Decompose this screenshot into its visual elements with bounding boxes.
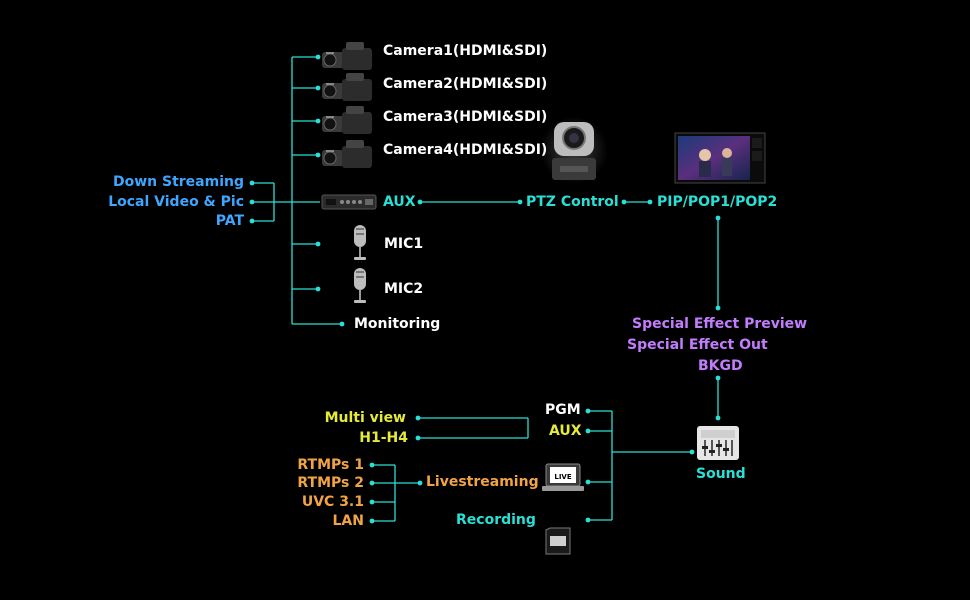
special-effect-preview-label: Special Effect Preview <box>632 316 808 332</box>
rtmps2-label: RTMPs 2 <box>297 475 364 491</box>
switcher-device-icon <box>321 194 377 210</box>
pgm-label: PGM <box>545 402 581 418</box>
aux-input-label: AUX <box>383 194 416 210</box>
camera3-label: Camera3(HDMI&SDI) <box>383 109 548 125</box>
bkgd-label: BKGD <box>698 358 743 374</box>
camera1-label: Camera1(HDMI&SDI) <box>383 43 548 59</box>
recording-label: Recording <box>456 512 536 528</box>
connector-lines <box>252 56 719 522</box>
uvc31-label: UVC 3.1 <box>301 494 364 510</box>
camera4-label: Camera4(HDMI&SDI) <box>383 142 548 158</box>
camcorder-icon-2 <box>322 73 372 101</box>
rtmps1-label: RTMPs 1 <box>297 457 364 473</box>
microphone-icon-1 <box>354 225 366 260</box>
camcorder-icon-3 <box>322 106 372 134</box>
connector-dots <box>249 54 721 524</box>
live-badge: LIVE <box>554 473 571 481</box>
lan-label: LAN <box>332 513 364 529</box>
audio-mixer-icon <box>697 426 739 460</box>
camcorder-icon-1 <box>322 42 372 70</box>
mic1-label: MIC1 <box>384 236 424 252</box>
local-video-pic-label: Local Video & Pic <box>108 194 244 210</box>
special-effect-out-label: Special Effect Out <box>627 337 768 353</box>
laptop-live-icon: LIVE <box>542 463 584 491</box>
sd-card-icon <box>545 527 571 555</box>
down-streaming-label: Down Streaming <box>112 174 244 190</box>
multi-view-label: Multi view <box>324 410 406 426</box>
pip-label: PIP/POP1/POP2 <box>657 194 778 210</box>
monitor-screen-icon <box>674 132 766 184</box>
livestreaming-label: Livestreaming <box>426 474 539 490</box>
mic2-label: MIC2 <box>384 281 424 297</box>
ptz-control-label: PTZ Control <box>526 194 619 210</box>
sound-label: Sound <box>696 466 746 482</box>
camcorder-icon-4 <box>322 140 372 168</box>
h1-h4-label: H1-H4 <box>359 430 408 446</box>
pat-label: PAT <box>215 213 244 229</box>
microphone-icon-2 <box>354 268 366 303</box>
monitoring-label: Monitoring <box>354 316 441 332</box>
camera2-label: Camera2(HDMI&SDI) <box>383 76 548 92</box>
ptz-camera-icon <box>540 116 608 184</box>
aux-output-label: AUX <box>549 423 582 439</box>
